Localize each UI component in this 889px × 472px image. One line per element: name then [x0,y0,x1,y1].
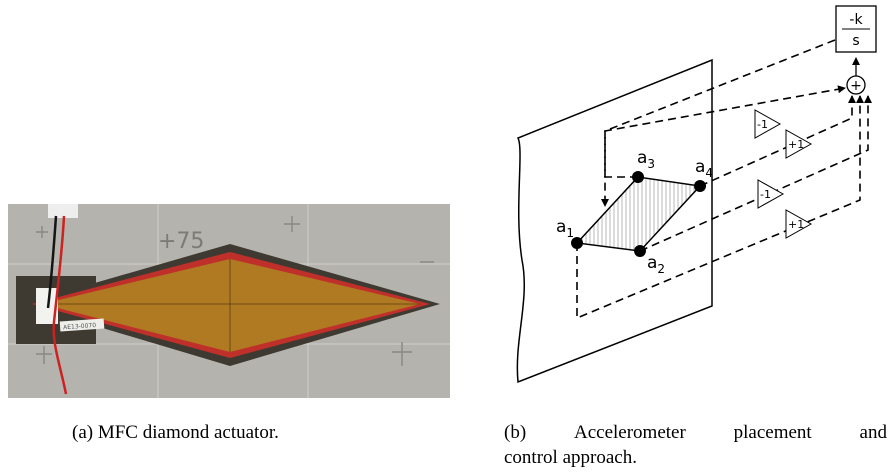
label-a3: a3 [637,148,655,171]
signal-line-a3 [604,85,846,178]
gain-blocks [754,109,813,239]
sensing-region [575,176,702,252]
gain-label-1: -1 [757,118,768,131]
connector [48,204,78,218]
mfc-actuator-photo: +75 AE13-0070 [8,204,450,398]
plate-outline [516,58,713,384]
accelerometer-a2 [634,245,646,257]
gain-label-3: -1 [760,188,771,201]
caption-b-word-1: Accelerometer [573,422,686,443]
caption-b-word-3: and [859,422,887,443]
caption-b-label: (b) [504,422,527,443]
photo-mark-text: +75 [158,229,204,254]
signal-line-a1 [576,95,864,320]
signal-line-a4 [699,95,856,187]
caption-b: (b) Accelerometer placement and control … [504,420,887,470]
caption-a: (a) MFC diamond actuator. [72,420,402,445]
gain-label-4: +1 [788,218,804,231]
accelerometer-a3 [632,171,644,183]
gain-block-4 [785,209,813,239]
label-a4: a4 [695,157,713,180]
accelerometer-a1 [571,237,583,249]
summing-symbol: + [850,78,862,94]
sticker [59,318,105,332]
gain-block-3 [757,179,785,209]
gain-label-2: +1 [788,138,804,151]
sticker-text: AE13-0070 [63,322,97,331]
feedback-line [601,39,836,207]
lead-wire-black [46,215,58,309]
accelerometer-dots [571,171,706,257]
signal-line-a2 [639,95,872,252]
controller-denominator: s [852,33,859,49]
actuator-active-area [42,259,420,352]
controller-numerator: -k [849,12,863,28]
caption-a-label: (a) [72,422,94,443]
caption-b-line-2: control approach. [504,447,637,468]
pencil-marks [36,216,434,366]
label-a1: a1 [556,217,574,240]
caption-b-word-2: placement [733,422,812,443]
control-schematic: -1 +1 -1 +1 a1 a2 a3 a4 + -k s [516,5,877,384]
gain-block-2 [785,129,813,159]
label-a2: a2 [647,253,665,276]
lead-wire-red [52,215,68,395]
gain-block-1 [754,109,782,139]
caption-a-text: MFC diamond actuator. [97,422,279,443]
accelerometer-a4 [694,180,706,192]
